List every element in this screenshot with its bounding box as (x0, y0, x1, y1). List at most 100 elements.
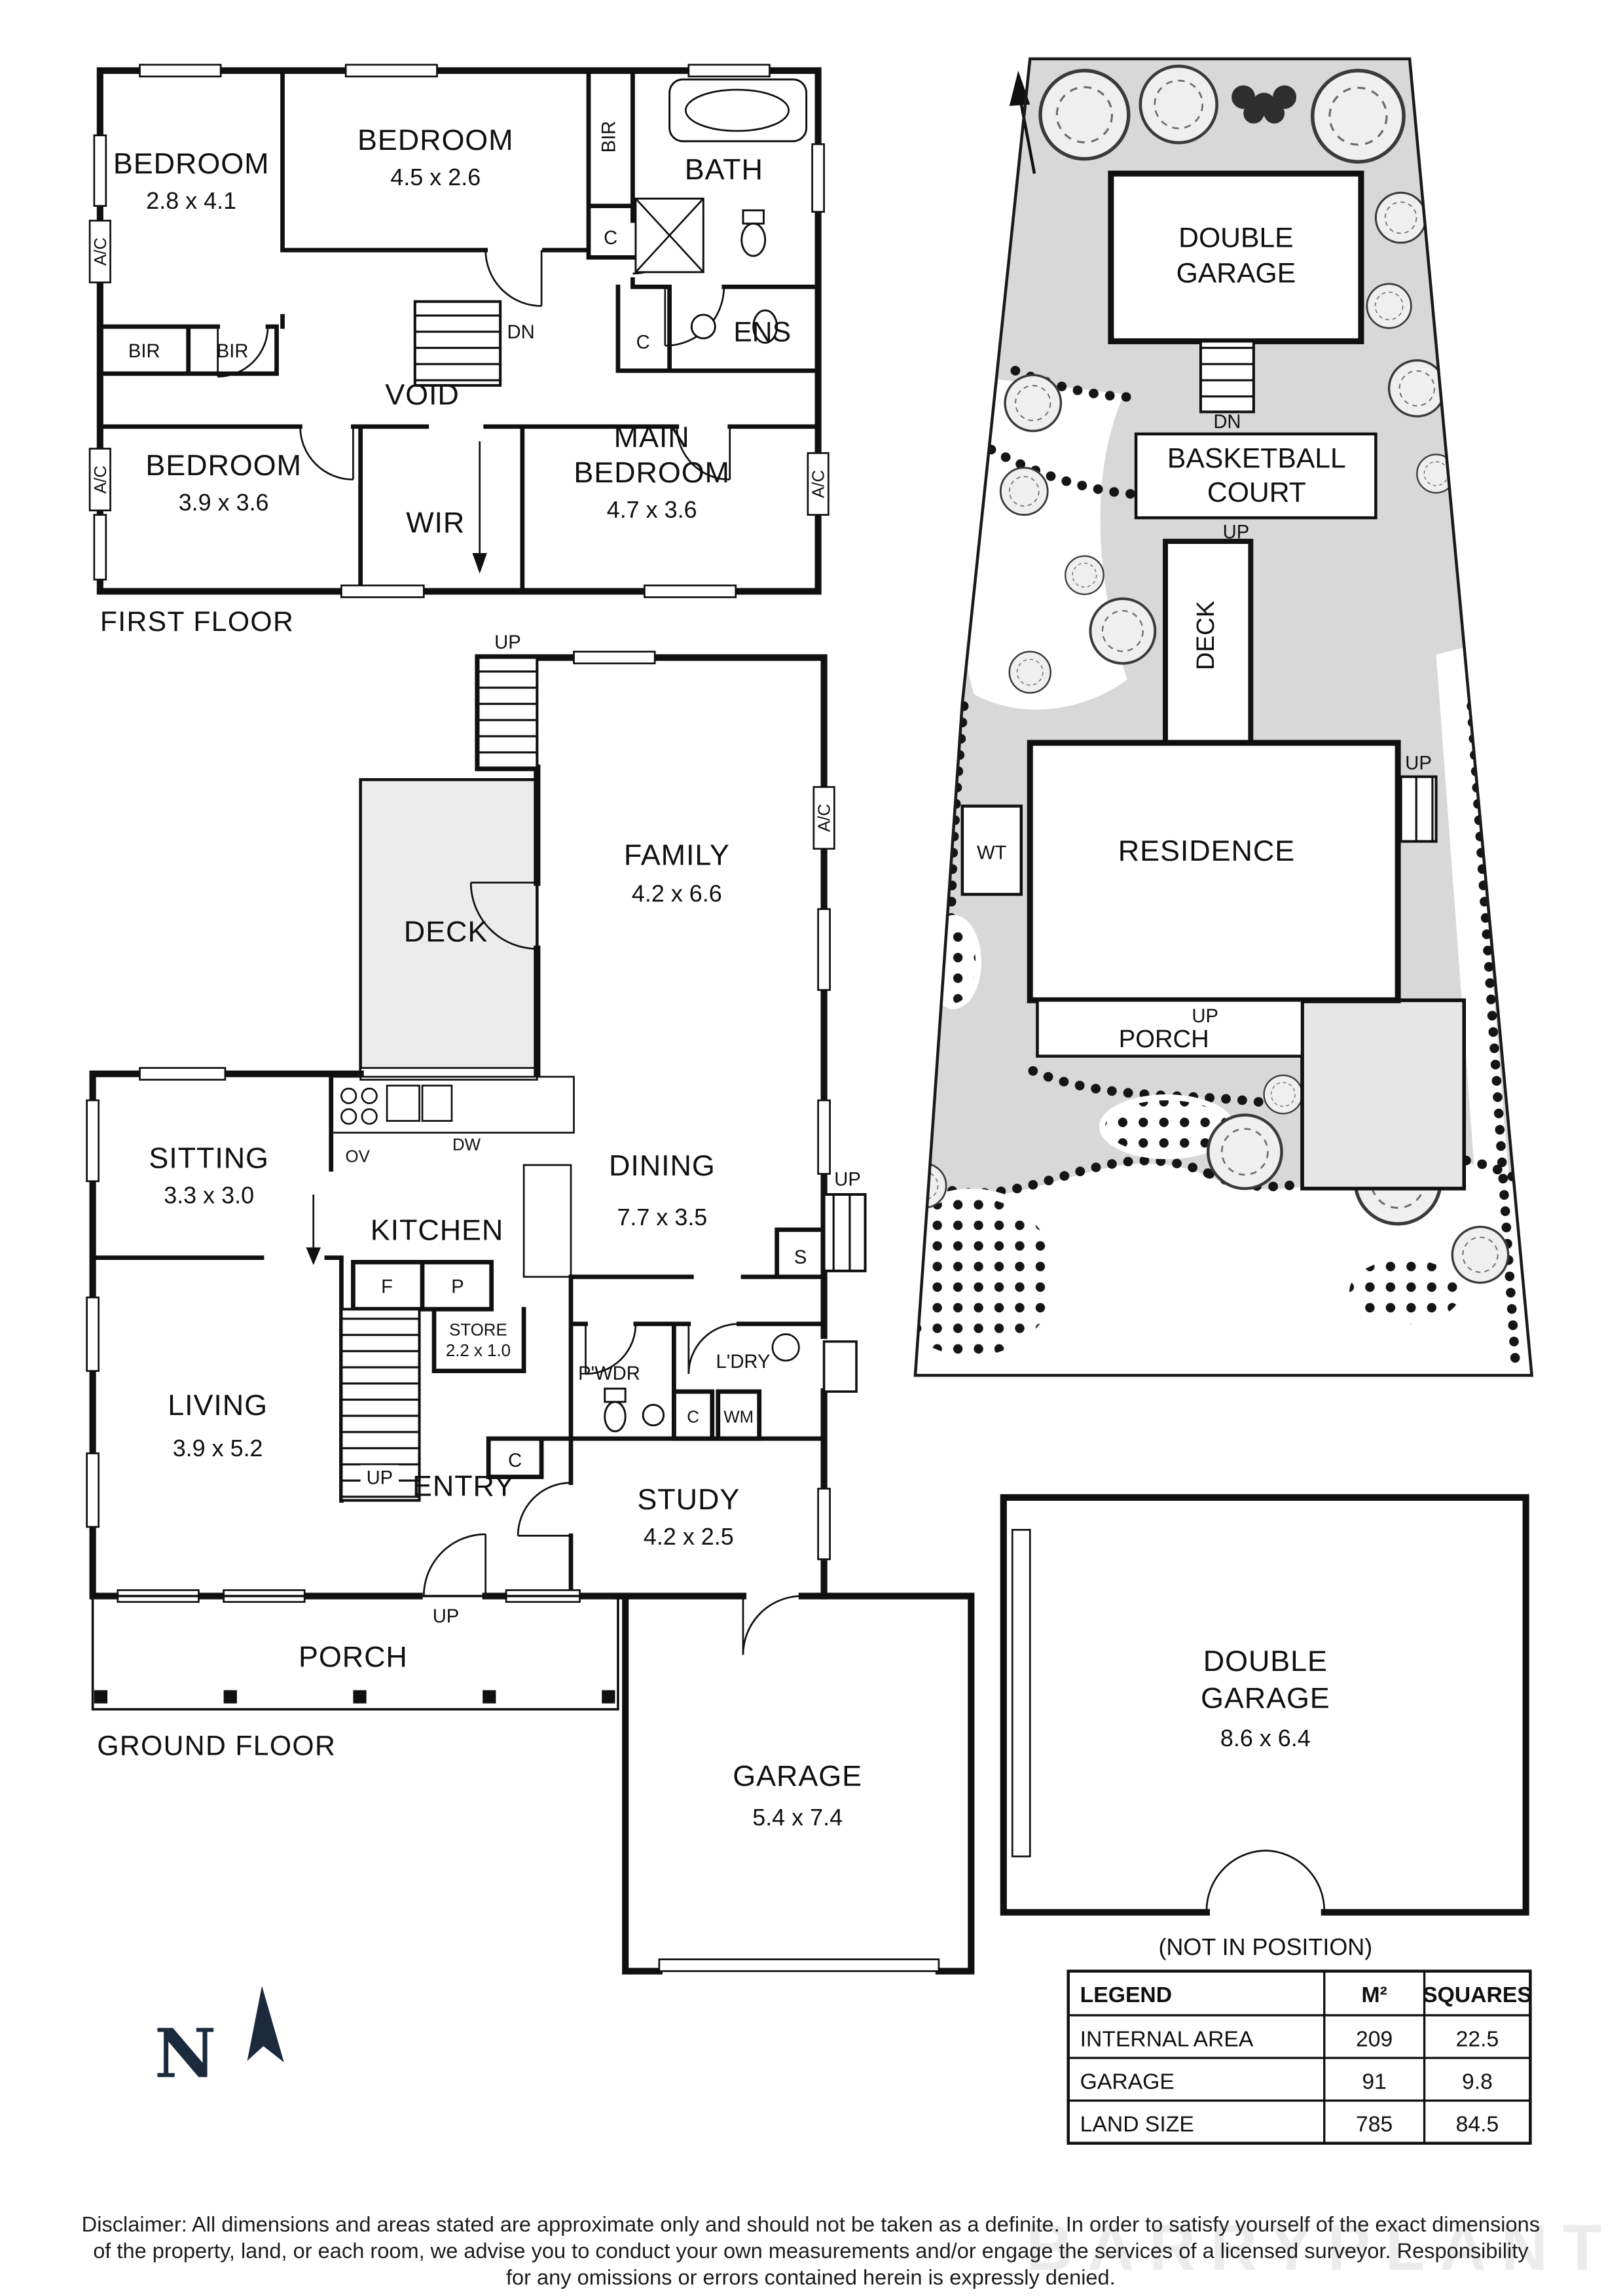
tree-icon (1387, 359, 1446, 418)
site-garage-wing (1300, 998, 1467, 1191)
ground-floor-doors (422, 882, 802, 1655)
room-dims: 4.7 x 3.6 (607, 496, 697, 523)
room-label: GARAGE (1201, 1681, 1330, 1714)
up-label: UP (433, 1606, 460, 1627)
legend-cell: 91 (1362, 2069, 1387, 2094)
porch-post (94, 1690, 108, 1704)
porch-post (602, 1690, 615, 1704)
room-dims: 4.2 x 6.6 (632, 880, 722, 907)
hedge-icon (1264, 103, 1285, 124)
ac-label: A/C (816, 804, 834, 832)
first-floor-caption: FIRST FLOOR (100, 606, 294, 637)
sliding-door (359, 1067, 538, 1081)
ens-toilet (752, 309, 778, 344)
ac-unit (807, 452, 830, 516)
cooktop-burner (340, 1087, 357, 1104)
room-label: P'WDR (578, 1363, 640, 1384)
detached-garage-plan: DOUBLE GARAGE 8.6 x 6.4 (NOT IN POSITION… (1000, 1494, 1529, 1960)
window (139, 63, 222, 78)
site-boundary (913, 57, 1534, 1377)
window (86, 1452, 100, 1528)
site-label: RESIDENCE (1118, 834, 1295, 867)
wet-area-fixtures (604, 1333, 800, 1441)
dishwasher-label: DW (452, 1136, 481, 1155)
north-arrow-icon (247, 1986, 284, 2062)
tree-icon (1065, 555, 1104, 596)
tree-icon (1208, 1115, 1281, 1189)
room-dims: 3.9 x 5.2 (173, 1435, 263, 1462)
up-label: UP (834, 1169, 861, 1190)
room-label: ENS (733, 316, 791, 348)
porch-structure (91, 1594, 619, 1711)
north-compass: N (155, 1986, 284, 2093)
bathtub (668, 78, 808, 143)
window (817, 1488, 831, 1560)
ac-unit (88, 219, 111, 283)
laundry-cupboard (671, 1389, 715, 1441)
room-dims: 4.5 x 2.6 (390, 164, 481, 190)
room-label: L'DRY (716, 1352, 771, 1372)
site-deck (1163, 539, 1254, 745)
ac-label: A/C (92, 465, 110, 493)
site-plan: DOUBLE GARAGE DN BASKETBALL COURT UP DEC… (913, 57, 1534, 1377)
detached-garage-walls (1000, 1494, 1529, 1916)
bir-label: BIR (217, 341, 249, 362)
room-dims: 4.2 x 2.5 (644, 1523, 734, 1550)
tree-icon (999, 467, 1049, 516)
wm-label: WM (723, 1408, 754, 1426)
bathtub-basin (684, 88, 790, 132)
legend-cell: 22.5 (1456, 2026, 1499, 2051)
garage-entry-arcs (1205, 1850, 1326, 1912)
ens-basin (690, 314, 716, 340)
ground-bg (92, 1073, 824, 1596)
site-label: DOUBLE (1178, 223, 1294, 254)
room-label: SITTING (149, 1141, 269, 1175)
toilet-tank (604, 1388, 627, 1403)
room-label: GARAGE (733, 1759, 862, 1792)
porch-post (353, 1690, 367, 1704)
site-label: COURT (1207, 476, 1306, 508)
room-label: MAIN (614, 420, 690, 454)
disclaimer-line: for any omissions or errors contained he… (506, 2265, 1116, 2289)
tree-icon (1374, 191, 1427, 244)
stair-arrow (472, 441, 487, 574)
hedge-icon (1243, 103, 1264, 124)
not-in-position-note: (NOT IN POSITION) (1158, 1933, 1372, 1960)
legend-cell: INTERNAL AREA (1080, 2026, 1254, 2051)
cooktop-burner (361, 1087, 378, 1104)
window (340, 584, 425, 598)
disclaimer: Disclaimer: All dimensions and areas sta… (82, 2212, 1540, 2289)
closet-label: C (604, 228, 617, 249)
ground-floor-caption: GROUND FLOOR (97, 1730, 336, 1761)
room-label: DINING (609, 1149, 716, 1182)
room-dims: 3.9 x 3.6 (179, 489, 269, 516)
legend-header: SQUARES (1423, 1982, 1532, 2007)
sink-bowl (421, 1085, 453, 1122)
legend-cell: GARAGE (1080, 2069, 1175, 2094)
laundry-steps (822, 1340, 858, 1393)
window (573, 651, 656, 664)
bir-label: BIR (128, 341, 160, 362)
room-label: DECK (404, 914, 488, 948)
first-floor-plan: A/C A/C A/C BEDROOM 2.8 x 4.1 BEDROOM 4.… (88, 63, 830, 637)
hedge-icon (1231, 85, 1256, 109)
legend-cell: 785 (1356, 2112, 1393, 2137)
garden-bed (931, 920, 976, 1003)
tree-icon (1366, 283, 1412, 329)
tree-icon (1004, 374, 1063, 433)
room-label: BEDROOM (145, 448, 302, 482)
shrub-row (915, 1155, 1214, 1198)
kitchen-arrow-head (306, 1247, 321, 1265)
stairs-down (413, 300, 502, 387)
ac-units-first-floor: A/C A/C A/C (88, 219, 830, 516)
up-chip (360, 1465, 399, 1490)
fridge-label: F (381, 1277, 393, 1298)
dn-label: DN (507, 322, 535, 343)
site-basketball-court (1134, 432, 1377, 520)
site-label: PORCH (1119, 1025, 1209, 1053)
site-landscaping (915, 66, 1532, 1376)
tree-icon (1263, 1074, 1304, 1115)
room-dims: 2.8 x 4.1 (146, 187, 236, 214)
wt-label: WT (977, 843, 1007, 864)
